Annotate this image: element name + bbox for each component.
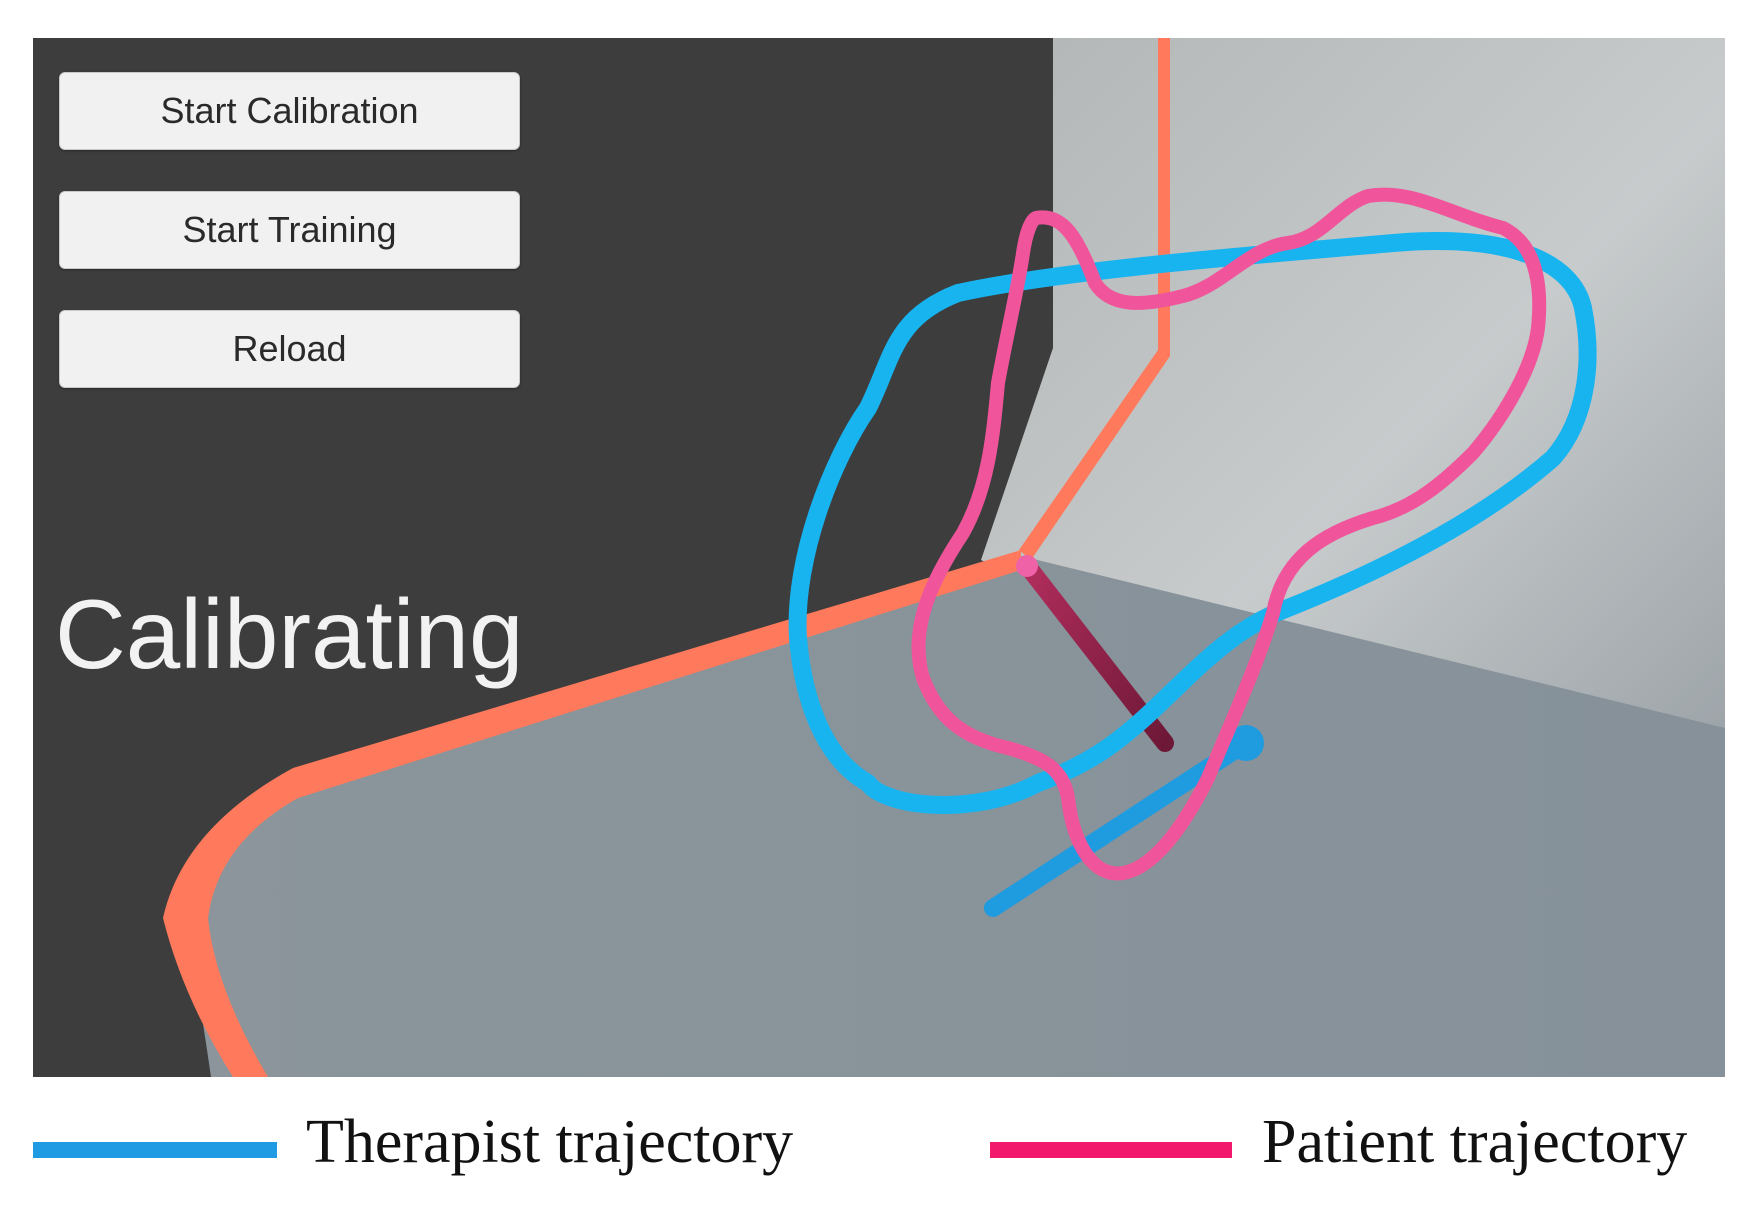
status-text: Calibrating [55, 579, 524, 689]
legend-swatch-patient [990, 1142, 1232, 1158]
scene-viewport: Start Calibration Start Training Reload … [33, 38, 1725, 1077]
floor [183, 556, 1725, 1077]
patient-trajectory [911, 187, 1547, 881]
legend-swatch-therapist [33, 1142, 277, 1158]
start-calibration-button[interactable]: Start Calibration [59, 72, 520, 150]
3d-scene [163, 38, 1725, 1077]
legend-label-patient: Patient trajectory [1262, 1108, 1688, 1176]
legend: Therapist trajectory Patient trajectory [0, 1095, 1754, 1205]
patient-pointer-tip [1016, 555, 1038, 577]
therapist-pointer-tip [1228, 725, 1264, 761]
therapist-trajectory [788, 232, 1597, 814]
legend-label-therapist: Therapist trajectory [306, 1108, 794, 1176]
start-training-button[interactable]: Start Training [59, 191, 520, 269]
reload-button[interactable]: Reload [59, 310, 520, 388]
wall-edge-corner [1019, 38, 1170, 560]
